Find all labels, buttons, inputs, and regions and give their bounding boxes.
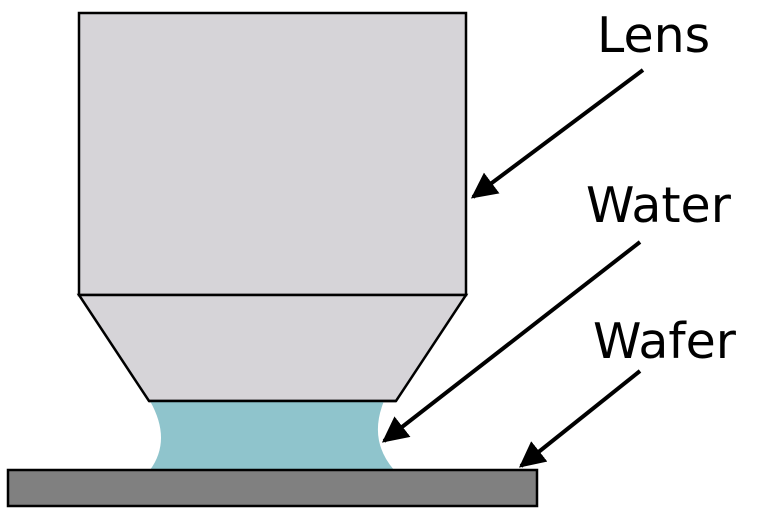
- lens-arrow: [470, 68, 645, 199]
- lens-tip: [76, 293, 469, 403]
- wafer: [6, 468, 539, 508]
- wafer-label: Wafer: [593, 313, 737, 370]
- water-label: Water: [586, 177, 732, 234]
- lens-label: Lens: [597, 7, 710, 64]
- water-arrow: [381, 240, 642, 443]
- water-droplet: [150, 401, 394, 470]
- wafer-arrow: [518, 369, 642, 468]
- lens-body: [77, 11, 468, 297]
